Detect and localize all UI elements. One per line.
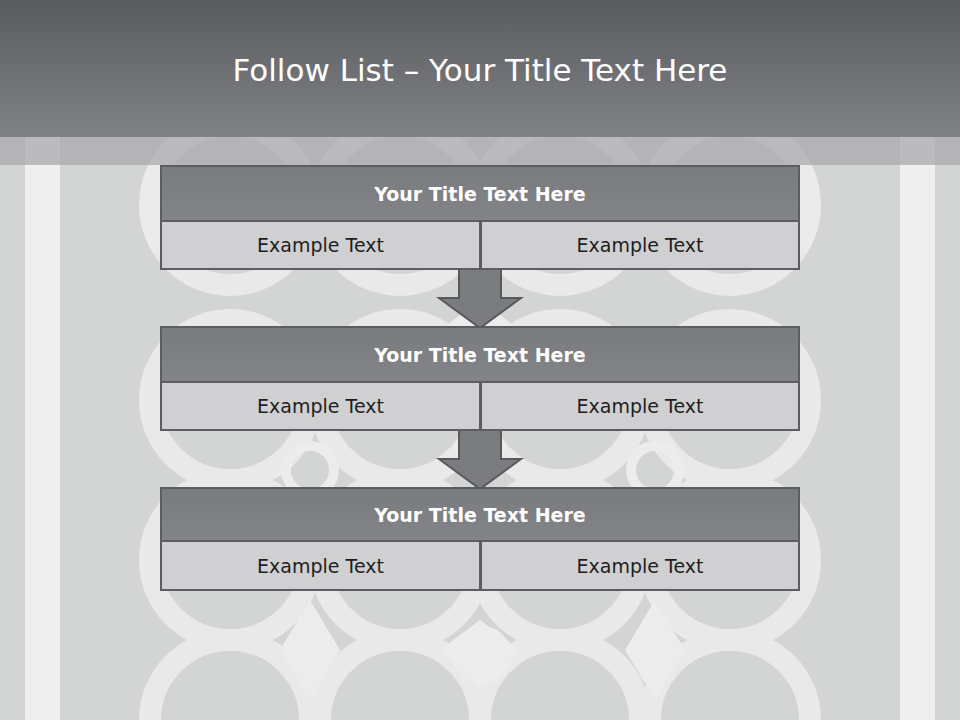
block-arrow	[439, 429, 521, 489]
cell-text: Example Text	[577, 555, 704, 577]
list-cell: Example Text	[480, 381, 800, 431]
cell-text: Example Text	[577, 395, 704, 417]
list-group: Your Title Text HereExample Text Example …	[160, 326, 800, 431]
group-header: Your Title Text Here	[160, 487, 800, 542]
arrow-shape	[439, 268, 521, 328]
list-cell: Example Text	[480, 540, 800, 591]
list-cell: Example Text	[160, 220, 481, 270]
header-text: Your Title Text Here	[374, 183, 585, 205]
block-arrow	[439, 268, 521, 328]
group-header: Your Title Text Here	[160, 165, 800, 222]
header-text: Your Title Text Here	[374, 504, 585, 526]
list-group: Your Title Text HereExample Text Example …	[160, 165, 800, 270]
list-cell: Example Text	[160, 381, 481, 431]
cell-text: Example Text	[257, 395, 384, 417]
header-text: Your Title Text Here	[374, 344, 585, 366]
list-group: Your Title Text HereExample Text Example …	[160, 487, 800, 591]
cell-text: Example Text	[257, 555, 384, 577]
list-cell: Example Text	[160, 540, 481, 591]
group-header: Your Title Text Here	[160, 326, 800, 383]
slide-title: Follow List – Your Title Text Here	[0, 52, 960, 88]
cell-text: Example Text	[577, 234, 704, 256]
arrow-shape	[439, 429, 521, 489]
list-cell: Example Text	[480, 220, 800, 270]
cell-text: Example Text	[257, 234, 384, 256]
